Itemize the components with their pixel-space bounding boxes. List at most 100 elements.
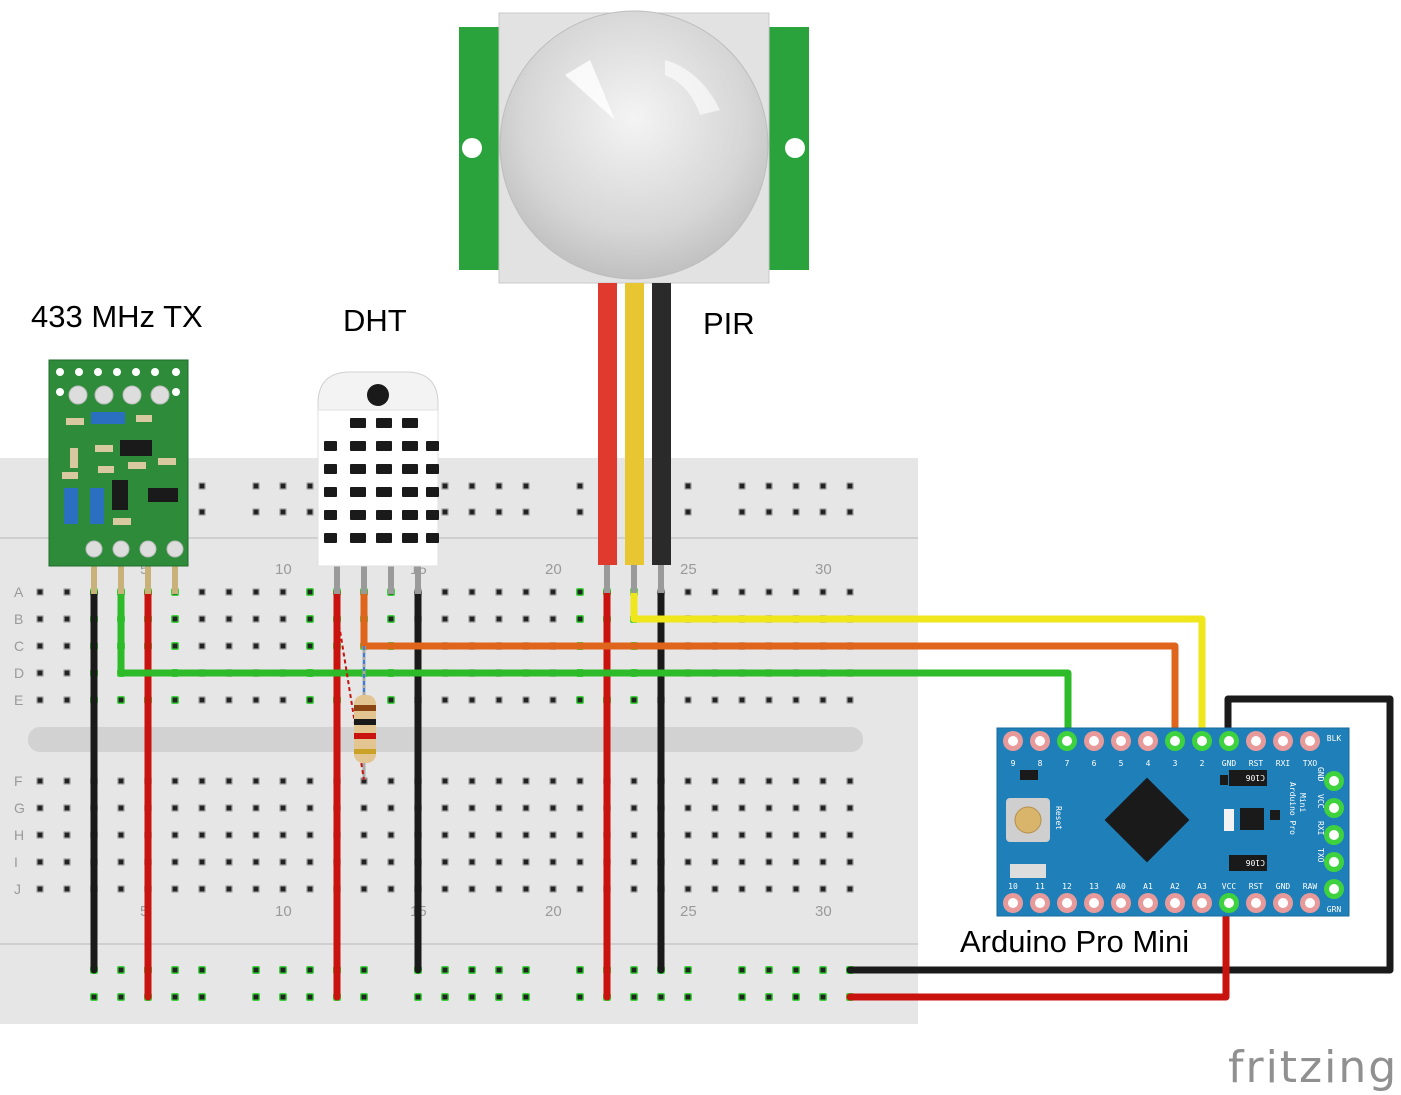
arduino-pin-label: A1 xyxy=(1143,882,1153,891)
arduino-pin-label: VCC xyxy=(1316,794,1325,809)
board-name-1: Arduino Pro xyxy=(1288,782,1297,835)
row-label: F xyxy=(14,773,23,789)
dht-vent xyxy=(324,510,337,520)
arduino-pin-label: 10 xyxy=(1008,882,1018,891)
dht-vent xyxy=(350,464,366,474)
pir-sensor xyxy=(459,10,809,593)
dht-vent xyxy=(376,441,392,451)
pullup-resistor xyxy=(337,617,376,781)
row-label: E xyxy=(14,692,23,708)
pir-label: PIR xyxy=(703,306,755,341)
column-number: 30 xyxy=(815,561,832,578)
breadboard-center-channel xyxy=(28,727,863,752)
arduino-pin-label: 8 xyxy=(1038,759,1043,768)
arduino-pin-label: TXO xyxy=(1303,759,1318,768)
board-name-2: Mini xyxy=(1298,793,1307,812)
arduino-pin-label: GND xyxy=(1276,882,1291,891)
dht-mount-hole xyxy=(367,384,389,406)
arduino-pin-label: RXI xyxy=(1276,759,1291,768)
column-number: 25 xyxy=(680,561,697,578)
dht-vent xyxy=(324,464,337,474)
dht-vent xyxy=(376,533,392,543)
chip-label-1: C106 xyxy=(1246,773,1265,782)
arduino-pin-label: 11 xyxy=(1035,882,1045,891)
arduino-pin-label: TXO xyxy=(1316,848,1325,863)
dht-vent xyxy=(402,464,418,474)
column-number: 10 xyxy=(275,561,292,578)
dht-vent xyxy=(426,464,439,474)
arduino-pin-label: VCC xyxy=(1222,882,1237,891)
arduino-label: Arduino Pro Mini xyxy=(960,924,1189,959)
dht-vent xyxy=(376,418,392,428)
dht-vent xyxy=(350,418,366,428)
row-label: A xyxy=(14,584,24,600)
arduino-pin-label: BLK xyxy=(1327,734,1342,743)
dht-vent xyxy=(350,533,366,543)
arduino-pin-label: 13 xyxy=(1089,882,1099,891)
arduino-pin-label: 7 xyxy=(1065,759,1070,768)
arduino-pin-label: GND xyxy=(1316,767,1325,782)
dht-vent xyxy=(426,441,439,451)
fritzing-logo: fritzing xyxy=(1228,1042,1398,1093)
dht-vent xyxy=(350,510,366,520)
dht-vent xyxy=(376,487,392,497)
arduino-pin-label: GRN xyxy=(1327,905,1342,914)
row-label: J xyxy=(14,881,21,897)
column-number: 5 xyxy=(140,903,148,920)
arduino-pin-label: RST xyxy=(1249,759,1264,768)
dht-vent xyxy=(402,441,418,451)
dht-vent xyxy=(426,487,439,497)
column-number: 10 xyxy=(275,903,292,920)
dht-sensor xyxy=(317,371,439,594)
dht-vent xyxy=(324,533,337,543)
dht-vent xyxy=(402,487,418,497)
wire-dht-data xyxy=(360,588,1179,745)
tx-module-label: 433 MHz TX xyxy=(31,299,203,334)
column-number: 20 xyxy=(545,903,562,920)
column-number: 5 xyxy=(140,561,148,578)
dht-vent xyxy=(350,487,366,497)
arduino-pin-label: RAW xyxy=(1303,882,1318,891)
wire-arduino-vcc xyxy=(846,899,1230,1001)
dht-vent xyxy=(324,487,337,497)
wire-pir-data xyxy=(630,588,1206,745)
column-number: 25 xyxy=(680,903,697,920)
arduino-pin-label: 12 xyxy=(1062,882,1072,891)
dht-vent xyxy=(402,510,418,520)
row-label: H xyxy=(14,827,24,843)
chip-label-2: C106 xyxy=(1246,858,1265,867)
wire-tx-data xyxy=(117,588,1072,745)
dht-vent xyxy=(426,533,439,543)
dht-vent xyxy=(324,441,337,451)
row-label: C xyxy=(14,638,24,654)
row-label: I xyxy=(14,854,18,870)
dht-vent xyxy=(402,418,418,428)
rf-transmitter-module xyxy=(48,359,189,594)
arduino-pin-label: 4 xyxy=(1146,759,1151,768)
reset-label: Reset xyxy=(1054,806,1063,830)
arduino-pin-label: A0 xyxy=(1116,882,1126,891)
dht-vent xyxy=(350,441,366,451)
pir-dome xyxy=(499,10,769,280)
row-label: G xyxy=(14,800,25,816)
dht-vent xyxy=(376,510,392,520)
dht-label: DHT xyxy=(343,303,407,338)
arduino-pin-label: A3 xyxy=(1197,882,1207,891)
column-number: 30 xyxy=(815,903,832,920)
wires xyxy=(90,588,1394,1001)
arduino-pin-label: 2 xyxy=(1200,759,1205,768)
dht-vent xyxy=(426,510,439,520)
arduino-pin-label: 3 xyxy=(1173,759,1178,768)
arduino-pin-label: RST xyxy=(1249,882,1264,891)
arduino-pin-label: 9 xyxy=(1011,759,1016,768)
arduino-pin-label: 5 xyxy=(1119,759,1124,768)
arduino-pin-label: 6 xyxy=(1092,759,1097,768)
arduino-pin-label: A2 xyxy=(1170,882,1180,891)
wire-arduino-gnd xyxy=(846,695,1394,974)
dht-vent xyxy=(402,533,418,543)
row-label: D xyxy=(14,665,24,681)
dht-vent xyxy=(376,464,392,474)
